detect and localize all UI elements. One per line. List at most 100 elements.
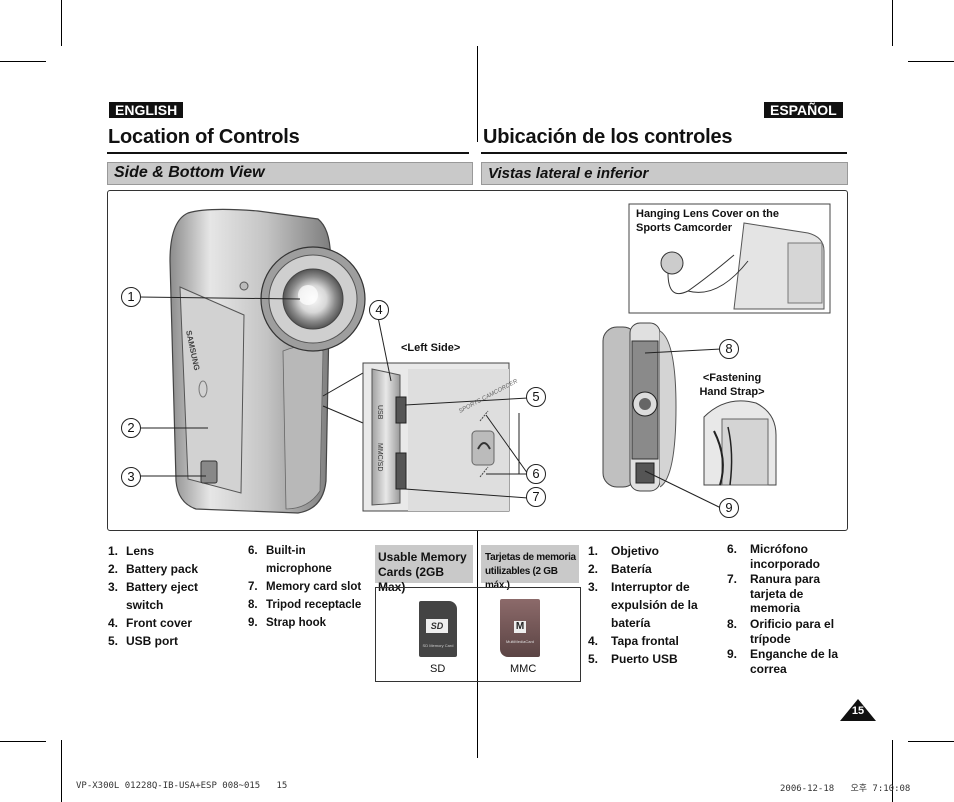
hand-strap-body (721, 418, 769, 486)
memory-card-panel: SD SD Memory Card M MultiMediaCard SD MM… (375, 587, 581, 682)
callout-8: 8 (719, 339, 739, 359)
screw (239, 281, 249, 291)
leader-line (644, 470, 722, 509)
leader-line (138, 296, 301, 300)
list-item: 9.Enganche de la correa (727, 647, 839, 676)
battery-mark (198, 380, 208, 398)
leader-line (404, 397, 529, 406)
bottom-view-grip (659, 330, 677, 488)
tripod-receptacle-hole (639, 398, 651, 410)
mmc-card-text: MultiMediaCard (505, 639, 534, 644)
side-body-gradient (408, 369, 509, 511)
page-number-badge (840, 699, 876, 721)
list-item: 7.Memory card slot (248, 581, 362, 593)
lens-cover-cord (687, 260, 749, 293)
battery-eject-switch (200, 460, 218, 484)
mmc-card-logo: M (514, 621, 526, 633)
crop-mark (908, 741, 954, 742)
subtitle-text: Vistas lateral e inferior (488, 165, 649, 182)
spanish-parts-list-b: 6.Micrófono incorporado 7.Ranura para ta… (727, 542, 839, 676)
sd-card: SD SD Memory Card (419, 601, 457, 657)
lens-cover-caption: Hanging Lens Cover on the Sports Camcord… (636, 208, 780, 234)
list-item: 8.Orificio para el trípode (727, 616, 835, 646)
callout-5: 5 (526, 387, 546, 407)
memory-card-header-es-text: Tarjetas de memoria utilizables (2 GB má… (485, 552, 576, 591)
language-tag-english: ENGLISH (109, 102, 184, 118)
camcorder-figure: SAMSUNG USB MMC/SD SPORTS CAMCORDER (107, 190, 848, 531)
leader-line (377, 316, 392, 382)
hand-strap (713, 430, 724, 486)
grip-side (282, 345, 324, 510)
title-rule (481, 152, 847, 154)
strap-hook (635, 462, 655, 484)
spanish-parts-list-a: 1.Objetivo 2.Batería 3.Interruptor de ex… (588, 542, 712, 668)
callout-6: 6 (526, 464, 546, 484)
crop-mark (0, 741, 46, 742)
list-item: 5.Puerto USB (588, 652, 678, 666)
crop-mark (892, 0, 893, 46)
section-subtitle-spanish: Vistas lateral e inferior (481, 162, 848, 185)
english-parts-list-b: 6.Built-in microphone 7.Memory card slot… (248, 542, 372, 632)
camcorder-illustration: SAMSUNG USB MMC/SD SPORTS CAMCORDER (138, 203, 831, 514)
list-item: 2.Battery pack (108, 562, 199, 576)
mmc-card: M MultiMediaCard (500, 599, 540, 657)
crop-mark (892, 740, 893, 802)
left-side-caption: <Left Side> (401, 342, 461, 354)
hand-strap (727, 426, 733, 486)
list-item: 1.Objetivo (588, 544, 660, 558)
sd-label: SD (430, 663, 446, 675)
strap-hook-icon (477, 442, 491, 450)
list-item: 3.Interruptor de expulsión de la batería (588, 580, 698, 630)
lens-cover-screen (787, 242, 823, 304)
leader-line (404, 488, 529, 499)
footer-file-info: VP-X300L 01228Q-IB-USA+ESP 008~015 15 (76, 781, 288, 791)
leader-line (644, 348, 722, 354)
crop-mark (0, 61, 46, 62)
language-tag-espanol: ESPAÑOL (764, 102, 843, 118)
footer-timestamp: 2006-12-18 오후 7:10:08 (780, 784, 911, 794)
crop-mark (477, 530, 478, 758)
hand-strap-caption: <Fastening Hand Strap> (699, 372, 765, 398)
zoom-line (322, 405, 364, 424)
mmc-label: MMC (510, 663, 537, 675)
title-rule (107, 152, 469, 154)
page-title-english: Location of Controls (108, 126, 300, 148)
crop-mark (908, 61, 954, 62)
list-item: 7.Ranura para tarjeta de memoria (727, 572, 821, 616)
crop-mark (61, 0, 62, 46)
callout-1: 1 (121, 287, 141, 307)
crop-mark (61, 740, 62, 802)
strap-hook-badge (471, 430, 495, 466)
subtitle-text: Side & Bottom View (114, 164, 265, 181)
callout-4: 4 (369, 300, 389, 320)
callout-2: 2 (121, 418, 141, 438)
list-item: 3.Battery eject switch (108, 580, 199, 612)
callout-7: 7 (526, 487, 546, 507)
callout-3: 3 (121, 467, 141, 487)
list-item: 9.Strap hook (248, 617, 327, 629)
lens-center (298, 285, 318, 305)
callout-9: 9 (719, 498, 739, 518)
hanging-lens-cover (660, 251, 684, 275)
memory-card-header-en (375, 545, 473, 583)
list-item: 4.Tapa frontal (588, 634, 679, 648)
english-parts-list-a: 1.Lens 2.Battery pack 3.Battery eject sw… (108, 542, 238, 650)
memory-card-header-es (481, 545, 579, 583)
zoom-line (322, 372, 364, 397)
sd-card-logo: SD (426, 619, 448, 633)
front-cover (179, 286, 245, 494)
crop-mark (477, 46, 478, 142)
list-item: 4.Front cover (108, 616, 193, 630)
mic-holes (479, 466, 489, 478)
list-item: 6.Built-in microphone (248, 545, 332, 575)
page-number: 15 (851, 705, 865, 717)
usb-text: USB (376, 405, 383, 420)
mic-holes (479, 410, 489, 422)
section-subtitle-english: Side & Bottom View (107, 162, 473, 185)
page-title-spanish: Ubicación de los controles (483, 126, 733, 148)
list-item: 6.Micrófono incorporado (727, 542, 821, 571)
memory-card-header-en-text: Usable Memory Cards (2GB Max) (378, 550, 467, 594)
left-side-panel (371, 368, 401, 506)
list-item: 8.Tripod receptacle (248, 599, 362, 611)
memory-card-slot-detail (395, 452, 407, 490)
